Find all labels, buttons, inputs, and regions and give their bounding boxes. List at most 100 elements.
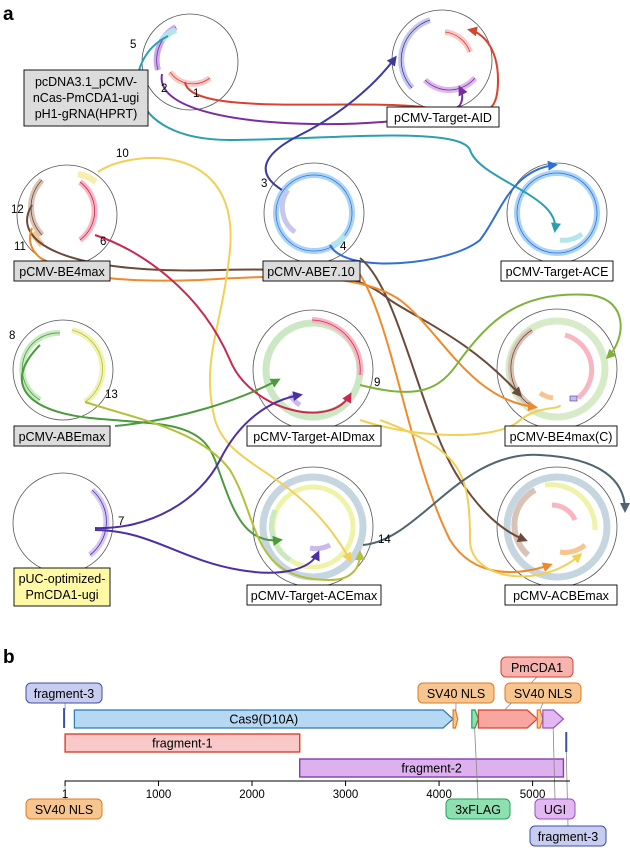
connection-green-8 xyxy=(21,344,283,546)
plasmid-pcdna xyxy=(141,13,239,111)
fragment-num-13: 13 xyxy=(105,389,118,401)
svg-text:SV40 NLS: SV40 NLS xyxy=(427,687,485,701)
connection-red-1 xyxy=(184,26,500,115)
feature-map: Cas9(D10A) fragment-1 fragment-2 1 1000 2000 3… xyxy=(62,676,570,827)
plasmid-target-ace xyxy=(506,162,608,264)
label-target-aid: pCMV-Target-AID xyxy=(386,106,500,128)
feature-fragment-1-6 xyxy=(64,733,301,753)
fragment-num-1: 1 xyxy=(193,88,199,100)
label-abe710: pCMV-ABE7.10 xyxy=(262,260,361,282)
svg-text:pCMV-Target-ACEmax: pCMV-Target-ACEmax xyxy=(251,589,378,603)
connection-teal-5 xyxy=(136,35,561,233)
feature-sv40-nls-4 xyxy=(536,709,544,729)
plasmid-puc xyxy=(12,472,114,574)
svg-text:pCMV-Target-AIDmax: pCMV-Target-AIDmax xyxy=(253,430,375,444)
feature-fragment-1-6-label: fragment-1 xyxy=(152,737,212,751)
fragment-num-3: 3 xyxy=(261,178,267,190)
fragment-num-2: 2 xyxy=(161,83,167,95)
leader-line-6 xyxy=(552,727,556,800)
plasmid-be4max xyxy=(16,164,118,266)
svg-text:UGI: UGI xyxy=(544,803,566,817)
fragment-num-5: 5 xyxy=(130,39,136,51)
svg-text:PmCDA1-ugi: PmCDA1-ugi xyxy=(26,588,99,602)
connection-crimson-6 xyxy=(94,234,352,414)
connection-olive-13 xyxy=(84,401,365,582)
svg-text:pCMV-ABEmax: pCMV-ABEmax xyxy=(19,430,107,444)
fragment-num-10: 10 xyxy=(116,148,129,160)
svg-text:SV40 NLS: SV40 NLS xyxy=(35,803,93,817)
callout-pmcda1-top: PmCDA1 xyxy=(500,656,574,678)
leader-line-5 xyxy=(474,727,479,800)
fragment-numbers: 1 2 3 4 5 6 7 8 9 10 11 12 13 14 xyxy=(9,39,391,546)
feature-3xflag-2 xyxy=(471,709,479,729)
label-target-acemax: pCMV-Target-ACEmax xyxy=(246,584,382,606)
svg-text:pcDNA3.1_pCMV-: pcDNA3.1_pCMV- xyxy=(35,75,137,89)
label-be4max-c: pCMV-BE4max(C) xyxy=(504,425,618,447)
plasmid-target-acemax xyxy=(252,466,374,588)
axis-tick-label-5: 5000 xyxy=(520,789,546,801)
svg-text:pCMV-Target-AID: pCMV-Target-AID xyxy=(394,111,492,125)
plasmid-abe710 xyxy=(263,162,365,264)
fragment-num-9: 9 xyxy=(374,377,380,389)
svg-text:pH1-gRNA(HPRT): pH1-gRNA(HPRT) xyxy=(35,107,138,121)
plasmid-acbemax xyxy=(496,466,618,588)
label-acbemax: pCMV-ACBEmax xyxy=(504,584,618,606)
plasmid-be4max-c xyxy=(496,308,618,430)
label-target-ace: pCMV-Target-ACE xyxy=(500,260,614,282)
fragment-num-7: 7 xyxy=(118,516,124,528)
feature-ugi-5 xyxy=(542,709,565,729)
label-puc: pUC-optimized- PmCDA1-ugi xyxy=(13,567,111,607)
svg-text:SV40 NLS: SV40 NLS xyxy=(514,687,572,701)
fragment-num-6: 6 xyxy=(100,236,106,248)
connection-navy-3 xyxy=(264,55,397,191)
callout-fragment3-bottom: fragment-3 xyxy=(529,825,607,847)
connection-gold-10 xyxy=(97,156,352,563)
axis-tick-label-0: 1 xyxy=(62,789,68,801)
fragment-num-14: 14 xyxy=(378,534,391,546)
svg-text:nCas-PmCDA1-ugi: nCas-PmCDA1-ugi xyxy=(33,91,139,105)
feature-fragment-2-7-label: fragment-2 xyxy=(401,762,461,776)
fragment-num-8: 8 xyxy=(9,330,15,342)
callout-sv40-top1: SV40 NLS xyxy=(417,682,495,704)
axis-tick-label-1: 1000 xyxy=(146,789,172,801)
feature-fragment-2-7 xyxy=(299,758,565,778)
svg-text:fragment-3: fragment-3 xyxy=(538,830,598,844)
plasmid-labels: pcDNA3.1_pCMV- nCas-PmCDA1-ugi pH1-gRNA(… xyxy=(13,69,618,607)
connection-indigo-7b xyxy=(94,529,320,574)
connection-blue-4 xyxy=(329,160,558,265)
label-pcdna: pcDNA3.1_pCMV- nCas-PmCDA1-ugi pH1-gRNA(… xyxy=(23,69,149,127)
connection-indigo-7 xyxy=(94,391,303,530)
panel-a-letter: a xyxy=(3,4,14,25)
label-target-aidmax: pCMV-Target-AIDmax xyxy=(246,425,382,447)
svg-text:PmCDA1: PmCDA1 xyxy=(511,661,563,675)
connection-green-abemax xyxy=(114,378,281,427)
callout-ugi-bottom: UGI xyxy=(534,798,576,820)
feature-pmcda1-3 xyxy=(477,709,539,729)
fragment-num-12: 12 xyxy=(11,204,24,216)
callout-flag-bottom: 3xFLAG xyxy=(445,798,511,820)
label-abemax: pCMV-ABEmax xyxy=(13,425,111,447)
svg-text:pCMV-BE4max: pCMV-BE4max xyxy=(19,265,105,279)
feature-sv40-nls-1 xyxy=(452,709,459,729)
plasmid-target-aid xyxy=(391,9,493,111)
connection-orange-abe xyxy=(349,261,553,574)
connection-slate-14 xyxy=(362,453,630,546)
callout-sv40-top2: SV40 NLS xyxy=(504,682,582,704)
svg-text:pUC-optimized-: pUC-optimized- xyxy=(19,572,106,586)
connection-orange-11 xyxy=(29,227,538,412)
axis-tick-label-2: 2000 xyxy=(239,789,265,801)
fragment-num-11: 11 xyxy=(14,241,26,253)
leader-line-3 xyxy=(539,702,544,711)
label-be4max: pCMV-BE4max xyxy=(13,260,111,282)
svg-text:pCMV-Target-ACE: pCMV-Target-ACE xyxy=(506,265,609,279)
axis-tick-label-3: 3000 xyxy=(333,789,359,801)
feature-cas9-d10a--0 xyxy=(73,709,454,729)
svg-text:3xFLAG: 3xFLAG xyxy=(455,803,501,817)
svg-text:pCMV-ACBEmax: pCMV-ACBEmax xyxy=(513,589,610,603)
feature-cas9-d10a--0-label: Cas9(D10A) xyxy=(229,713,298,727)
svg-text:pCMV-BE4max(C): pCMV-BE4max(C) xyxy=(510,430,613,444)
callout-fragment3-top: fragment-3 xyxy=(25,682,103,704)
callouts: fragment-3 SV40 NLS PmCDA1 SV40 NLS SV40… xyxy=(25,656,607,847)
panel-b-letter: b xyxy=(3,647,15,668)
